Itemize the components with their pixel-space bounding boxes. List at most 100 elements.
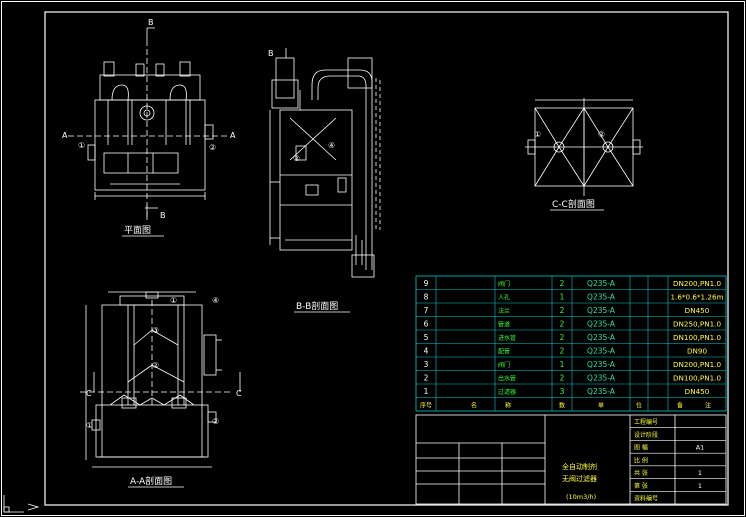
part-qty: 1 bbox=[560, 360, 565, 369]
part-spec: DN200,PN1.0 bbox=[673, 279, 721, 288]
part-name: 法兰 bbox=[498, 307, 510, 315]
part-spec: DN250,PN1.0 bbox=[673, 320, 721, 329]
bb-section-label: B-B剖面图 bbox=[296, 300, 338, 312]
part-name: 配管 bbox=[498, 348, 510, 356]
title-field-value: 1 bbox=[698, 482, 702, 490]
part-name: 管道 bbox=[498, 321, 510, 329]
plan-section-mark-b-top: B bbox=[148, 18, 154, 27]
part-spec: DN450 bbox=[685, 387, 710, 396]
bb-callout-2: ② bbox=[293, 154, 300, 163]
title-field-value: A1 bbox=[696, 444, 705, 452]
part-spec: DN100,PN1.0 bbox=[673, 374, 721, 383]
part-material: Q235-A bbox=[587, 279, 616, 288]
table-header-spec: 备 bbox=[677, 402, 683, 410]
part-name: 阀门 bbox=[498, 280, 510, 288]
aa-section-mark-c-left: C bbox=[86, 389, 92, 398]
aa-callout-2: ② bbox=[152, 361, 159, 370]
title-field-label: 工程编号 bbox=[634, 418, 658, 426]
cc-callout-2: ② bbox=[598, 130, 605, 139]
cc-callout-1: ① bbox=[534, 130, 541, 139]
table-header-name-a: 名 bbox=[471, 402, 477, 410]
plan-callout-2: ② bbox=[209, 143, 216, 152]
part-no: 2 bbox=[424, 374, 429, 383]
plan-section-mark-b-bottom: B bbox=[160, 211, 166, 220]
cc-section-label: C-C剖面图 bbox=[552, 198, 595, 210]
part-name: 过滤器 bbox=[498, 388, 516, 396]
title-field-label: 比 例 bbox=[634, 456, 648, 464]
aa-section-view bbox=[80, 291, 241, 468]
project-title-line2: 无阀过滤器 bbox=[562, 474, 597, 483]
project-title-line1: 全自动制剂 bbox=[562, 462, 597, 471]
plan-view bbox=[68, 27, 228, 220]
part-qty: 1 bbox=[560, 293, 565, 302]
part-no: 7 bbox=[424, 306, 429, 315]
title-block bbox=[415, 414, 727, 505]
part-no: 8 bbox=[424, 293, 429, 302]
table-header-no: 序号 bbox=[420, 402, 432, 410]
title-field-label: 图 幅 bbox=[634, 444, 648, 452]
title-field-label: 资料编号 bbox=[634, 495, 658, 503]
title-field-label: 设计阶段 bbox=[634, 431, 658, 439]
aa-callout-1b: ① bbox=[86, 421, 93, 430]
table-header-spec-b: 注 bbox=[705, 402, 711, 410]
part-material: Q235-A bbox=[587, 320, 616, 329]
part-no: 6 bbox=[424, 320, 429, 329]
part-no: 1 bbox=[424, 387, 429, 396]
part-name: 人孔 bbox=[498, 294, 510, 302]
plan-section-mark-a-right: A bbox=[230, 131, 236, 140]
title-field-label: 共 张 bbox=[634, 469, 648, 477]
part-qty: 3 bbox=[560, 387, 565, 396]
plan-callout-1: ① bbox=[78, 141, 85, 150]
drawing-frame bbox=[44, 11, 729, 506]
part-material: Q235-A bbox=[587, 387, 616, 396]
part-qty: 2 bbox=[560, 320, 565, 329]
bb-section-view bbox=[269, 48, 381, 278]
part-spec: 1.6*0.6*1.26m bbox=[670, 293, 723, 302]
part-spec: DN100,PN1.0 bbox=[673, 333, 721, 342]
bb-section-mark-b: B bbox=[268, 49, 274, 58]
aa-section-label: A-A剖面图 bbox=[130, 475, 172, 487]
cc-section-view bbox=[525, 98, 643, 196]
plan-view-label: 平面图 bbox=[124, 225, 151, 236]
title-field-label: 第 张 bbox=[634, 482, 648, 490]
part-qty: 2 bbox=[560, 374, 565, 383]
bb-callout-4: ④ bbox=[328, 141, 335, 150]
title-field-value: 1 bbox=[698, 469, 702, 477]
part-no: 4 bbox=[424, 347, 429, 356]
part-name: 阀门 bbox=[498, 361, 510, 369]
aa-callout-2b: ② bbox=[212, 417, 219, 426]
part-qty: 2 bbox=[560, 306, 565, 315]
project-subtitle: (10m3/h) bbox=[566, 493, 596, 501]
ucs-icon bbox=[3, 495, 40, 513]
part-spec: DN450 bbox=[685, 306, 710, 315]
part-material: Q235-A bbox=[587, 306, 616, 315]
table-header-unit: 位 bbox=[636, 402, 642, 410]
part-material: Q235-A bbox=[587, 374, 616, 383]
aa-section-mark-c-right: C bbox=[236, 389, 242, 398]
table-header-qty: 数 bbox=[559, 402, 565, 410]
part-material: Q235-A bbox=[587, 333, 616, 342]
part-qty: 2 bbox=[560, 279, 565, 288]
aa-callout-1: ① bbox=[170, 296, 177, 305]
part-name: 出水管 bbox=[498, 375, 516, 383]
plan-section-mark-a-left: A bbox=[62, 131, 68, 140]
part-qty: 2 bbox=[560, 333, 565, 342]
part-material: Q235-A bbox=[587, 347, 616, 356]
part-qty: 2 bbox=[560, 347, 565, 356]
part-spec: DN200,PN1.0 bbox=[673, 360, 721, 369]
part-spec: DN90 bbox=[687, 347, 707, 356]
table-header-material: 单 bbox=[598, 402, 604, 410]
table-header-name-b: 称 bbox=[505, 402, 511, 410]
part-no: 3 bbox=[424, 360, 429, 369]
part-material: Q235-A bbox=[587, 293, 616, 302]
part-no: 5 bbox=[424, 333, 429, 342]
part-no: 9 bbox=[424, 279, 429, 288]
part-material: Q235-A bbox=[587, 360, 616, 369]
aa-callout-3: ③ bbox=[152, 326, 159, 335]
part-name: 进水管 bbox=[498, 334, 516, 342]
aa-callout-4: ④ bbox=[212, 296, 219, 305]
